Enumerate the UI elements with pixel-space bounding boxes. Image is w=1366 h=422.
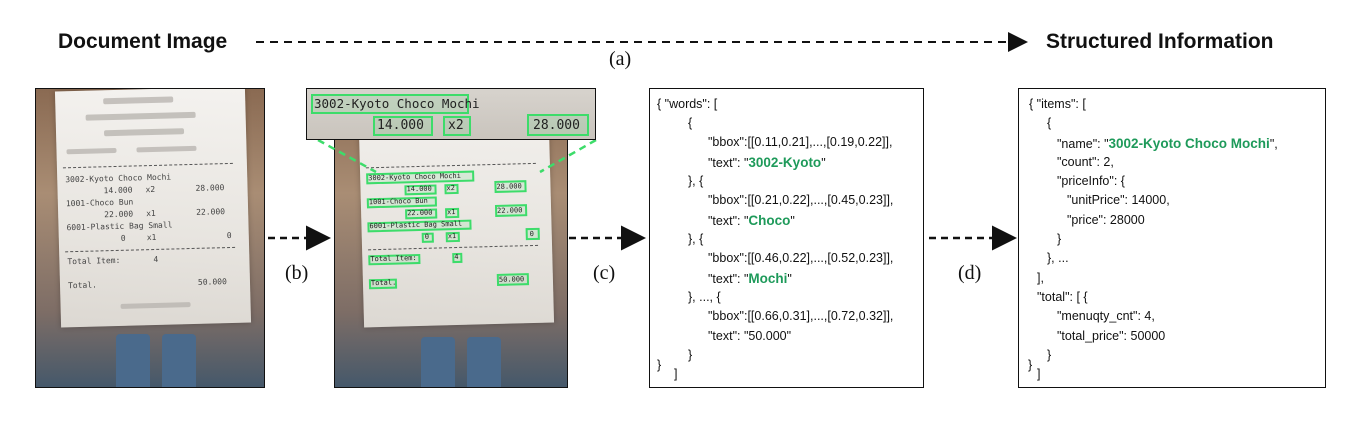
- words-json-text-key: "text": ": [708, 214, 749, 228]
- zoom-x: x2: [448, 118, 464, 133]
- words-json-line: "text": "Choco": [708, 211, 795, 231]
- items-json-line: "price": 28000: [1067, 213, 1145, 227]
- items-json-quote: ",: [1269, 137, 1278, 151]
- words-json-quote: ": [787, 272, 792, 286]
- label-a: (a): [609, 48, 632, 70]
- items-json-line: "menuqty_cnt": 4,: [1057, 309, 1155, 323]
- words-json-line: "text": "3002-Kyoto": [708, 153, 826, 173]
- words-json-box: { "words": [ { "bbox":[[0.11,0.21],...,[…: [649, 88, 924, 388]
- items-json-line: }: [1047, 348, 1052, 362]
- words-json-line: "bbox":[[0.46,0.22],...,[0.52,0.23]],: [708, 251, 894, 265]
- items-json-name-key: "name": ": [1057, 137, 1109, 151]
- leg-right: [467, 337, 501, 387]
- items-json-line: "priceInfo": {: [1057, 174, 1125, 188]
- leg-left: [116, 334, 150, 387]
- zoom-line: 3002-Kyoto Choco Mochi: [314, 96, 480, 111]
- words-json-value-highlighted: 3002-Kyoto: [748, 155, 822, 170]
- zoom-inset: 3002-Kyoto Choco Mochi 14.000 x2 28.000: [306, 88, 596, 140]
- zoom-amount: 28.000: [533, 118, 580, 133]
- words-json-line: }, {: [688, 174, 704, 188]
- words-json-closing-brace: }: [657, 358, 662, 372]
- document-image-title: Document Image: [58, 30, 228, 53]
- structured-information-title: Structured Information: [1046, 30, 1274, 53]
- items-json-line: "name": "3002-Kyoto Choco Mochi",: [1057, 134, 1278, 154]
- words-json-line: { "words": [: [657, 97, 718, 111]
- receipt-photo-original: 3002-Kyoto Choco Mochi 14.000 x2 28.000 …: [35, 88, 265, 388]
- label-c: (c): [593, 262, 616, 284]
- items-json-line: }: [1057, 232, 1062, 246]
- leg-left: [421, 337, 455, 387]
- words-json-line: {: [688, 116, 693, 130]
- words-json-line: }: [688, 348, 693, 362]
- words-json-quote: ": [790, 214, 795, 228]
- items-json-line: "total_price": 50000: [1057, 329, 1166, 343]
- words-json-line: "bbox":[[0.11,0.21],...,[0.19,0.22]],: [708, 135, 893, 149]
- label-d: (d): [958, 262, 982, 284]
- items-json-line: "count": 2,: [1057, 155, 1114, 169]
- zoom-qty: 14.000: [377, 118, 424, 133]
- items-json-line: { "items": [: [1029, 97, 1086, 111]
- items-json-line: "total": [ {: [1037, 290, 1088, 304]
- items-json-closing-brace: }: [1028, 358, 1033, 372]
- words-json-text-key: "text": ": [708, 156, 749, 170]
- items-json-line: {: [1047, 116, 1052, 130]
- words-json-value-highlighted: Choco: [748, 213, 791, 228]
- words-json-line: }, ..., {: [688, 290, 721, 304]
- words-json-line: "text": "50.000": [708, 329, 792, 343]
- words-json-line: "text": "Mochi": [708, 269, 792, 289]
- items-json-box: { "items": [ { "name": "3002-Kyoto Choco…: [1018, 88, 1326, 388]
- words-json-line: "bbox":[[0.21,0.22],...,[0.45,0.23]],: [708, 193, 894, 207]
- items-json-line: "unitPrice": 14000,: [1067, 193, 1170, 207]
- words-json-line: ]: [674, 367, 678, 381]
- items-json-line: ],: [1037, 271, 1044, 285]
- words-json-quote: ": [821, 156, 826, 170]
- items-json-name-highlighted: 3002-Kyoto Choco Mochi: [1108, 136, 1270, 151]
- label-b: (b): [285, 262, 309, 284]
- words-json-text-key: "text": ": [708, 272, 749, 286]
- words-json-line: "bbox":[[0.66,0.31],...,[0.72,0.32]],: [708, 309, 894, 323]
- leg-right: [162, 334, 196, 387]
- words-json-line: }, {: [688, 232, 704, 246]
- words-json-value-highlighted: Mochi: [748, 271, 788, 286]
- items-json-line: }, ...: [1047, 251, 1069, 265]
- items-json-line: ]: [1037, 367, 1041, 381]
